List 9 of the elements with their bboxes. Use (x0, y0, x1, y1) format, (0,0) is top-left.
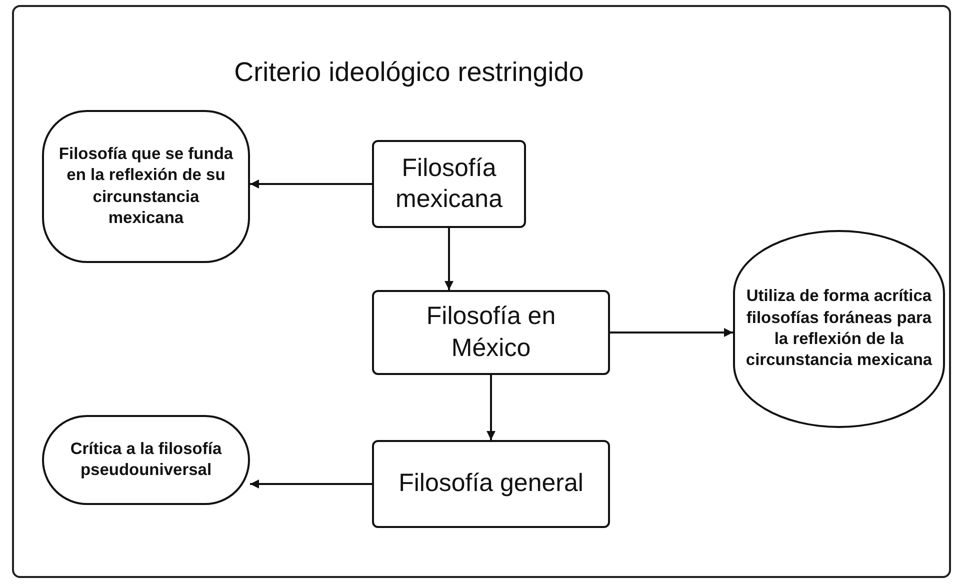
arrow (250, 180, 372, 188)
arrow (250, 480, 372, 488)
process-box: Filosofía general (372, 440, 610, 528)
process-box: Filosofía en México (372, 290, 610, 375)
diagram-title: Criterio ideológico restringido (233, 57, 585, 88)
arrow (610, 328, 733, 337)
process-box: Filosofía mexicana (372, 140, 526, 228)
arrow (486, 375, 496, 440)
arrow (444, 228, 454, 290)
